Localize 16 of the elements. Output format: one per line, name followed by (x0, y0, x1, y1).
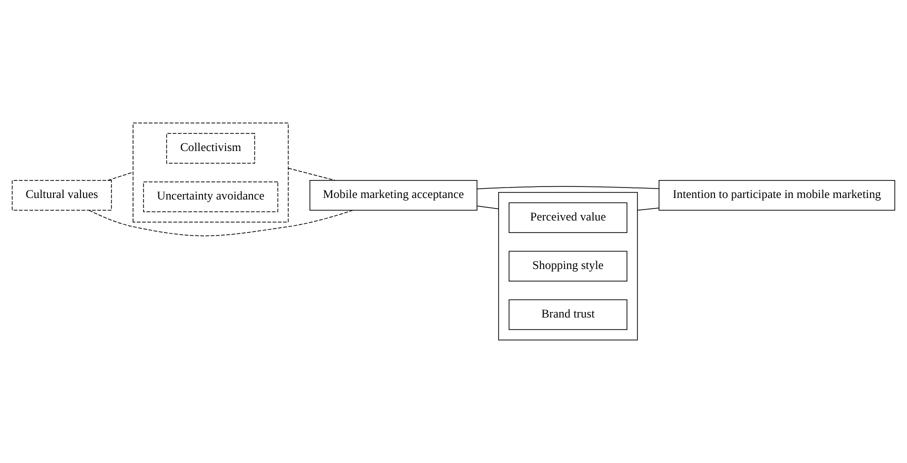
node-box: Shopping style (508, 250, 628, 282)
node-box: Perceived value (508, 202, 628, 233)
cluster (132, 122, 289, 223)
connector (476, 186, 660, 190)
node-box: Uncertainty avoidance (143, 182, 278, 212)
connector (476, 206, 499, 210)
cluster (498, 192, 638, 340)
node-box: Mobile marketing acceptance (310, 180, 478, 211)
node-box: Intention to participate in mobile marketing (658, 180, 896, 211)
node-box: Collectivism (166, 133, 256, 164)
node-box: Brand trust (508, 299, 628, 330)
connector (288, 168, 336, 181)
node-box: Cultural values (12, 180, 112, 211)
connector (637, 208, 660, 211)
connector (108, 172, 134, 181)
connector (88, 210, 354, 236)
